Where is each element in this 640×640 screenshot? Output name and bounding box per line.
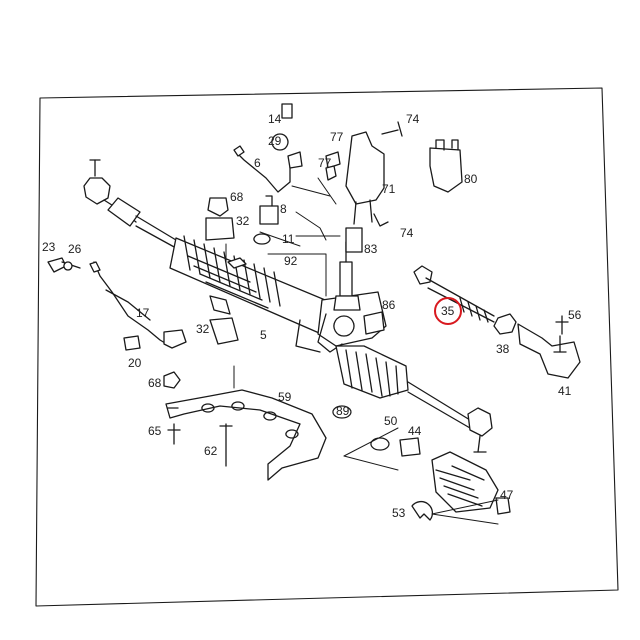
callout-8: 8	[280, 202, 287, 216]
clamp-tool	[411, 500, 434, 521]
fittings	[47, 103, 511, 515]
right-bellows	[335, 345, 493, 453]
callout-65: 65	[148, 424, 162, 438]
callout-50: 50	[384, 414, 398, 428]
callout-59: 59	[278, 390, 292, 404]
callout-86: 86	[382, 298, 396, 312]
valve-housing	[295, 241, 387, 353]
callout-41: 41	[558, 384, 572, 398]
callout-89: 89	[336, 404, 350, 418]
callout-68-lower: 68	[148, 376, 162, 390]
cross-member	[165, 389, 327, 481]
callout-32-top: 32	[236, 214, 250, 228]
callout-74-top: 74	[406, 112, 420, 126]
callout-77-lower: 77	[318, 156, 332, 170]
callout-20: 20	[128, 356, 142, 370]
callout-6: 6	[254, 156, 261, 170]
callout-23: 23	[42, 240, 56, 254]
callout-92: 92	[284, 254, 298, 268]
highlight-ring-35	[434, 297, 462, 325]
rack-housing	[169, 235, 331, 337]
callout-38: 38	[496, 342, 510, 356]
callout-80: 80	[464, 172, 478, 186]
callout-68-top: 68	[230, 190, 244, 204]
callout-5: 5	[260, 328, 267, 342]
outer-tie-rod-end	[493, 313, 581, 379]
callout-29: 29	[268, 134, 282, 148]
callout-14: 14	[268, 112, 282, 126]
callout-26: 26	[68, 242, 82, 256]
callout-74-lower: 74	[400, 226, 414, 240]
callout-32-lower: 32	[196, 322, 210, 336]
callout-83: 83	[364, 242, 378, 256]
hydraulic-lines	[89, 145, 303, 349]
mounting-bracket	[325, 121, 463, 227]
callout-53: 53	[392, 506, 406, 520]
callout-71: 71	[382, 182, 396, 196]
callout-11: 11	[282, 232, 295, 246]
callout-62: 62	[204, 444, 218, 458]
left-tie-rod	[83, 159, 177, 249]
callout-56: 56	[568, 308, 582, 322]
leader-lines	[225, 177, 499, 525]
callout-47: 47	[500, 488, 514, 502]
callout-77-top: 77	[330, 130, 344, 144]
boot-kit	[431, 451, 499, 513]
callout-44: 44	[408, 424, 422, 438]
diagram-frame	[35, 87, 619, 607]
callout-17: 17	[136, 306, 150, 320]
